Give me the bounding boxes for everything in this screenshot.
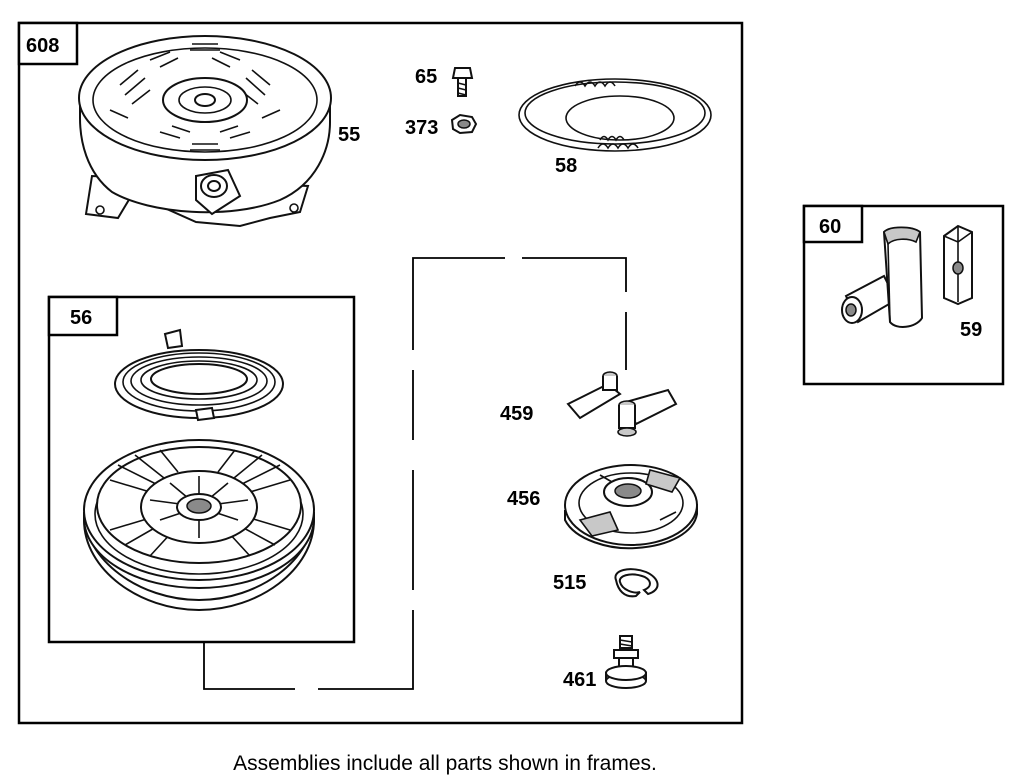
frame-56-label: 56 (70, 307, 92, 329)
diagram-caption: Assemblies include all parts shown in fr… (233, 752, 657, 775)
handle-insert (943, 224, 973, 306)
starter-rope (518, 78, 712, 152)
part-label-58: 58 (555, 155, 577, 177)
part-label-55: 55 (338, 124, 360, 146)
center-screw (605, 635, 647, 689)
retaining-ring (614, 568, 659, 598)
part-label-515: 515 (553, 572, 586, 594)
pawl-dog (566, 371, 678, 437)
frame-608-tag (17, 21, 79, 66)
part-label-459: 459 (500, 403, 533, 425)
assembly-leader-lines (203, 257, 627, 690)
part-label-373: 373 (405, 117, 438, 139)
frame-60-label: 60 (819, 216, 841, 238)
nut-373 (450, 113, 478, 135)
frame-608 (17, 21, 744, 725)
frame-60-tag (802, 204, 864, 244)
starter-handle (841, 226, 924, 328)
rewind-spring (114, 328, 284, 422)
frame-608-label: 608 (26, 35, 59, 57)
part-label-65: 65 (415, 66, 437, 88)
dog-retainer (564, 464, 698, 550)
frame-56-tag (47, 295, 119, 337)
starter-pulley (83, 439, 315, 612)
part-label-456: 456 (507, 488, 540, 510)
part-label-59: 59 (960, 319, 982, 341)
screw-65 (451, 67, 474, 97)
part-label-461: 461 (563, 669, 596, 691)
starter-housing (78, 35, 332, 228)
